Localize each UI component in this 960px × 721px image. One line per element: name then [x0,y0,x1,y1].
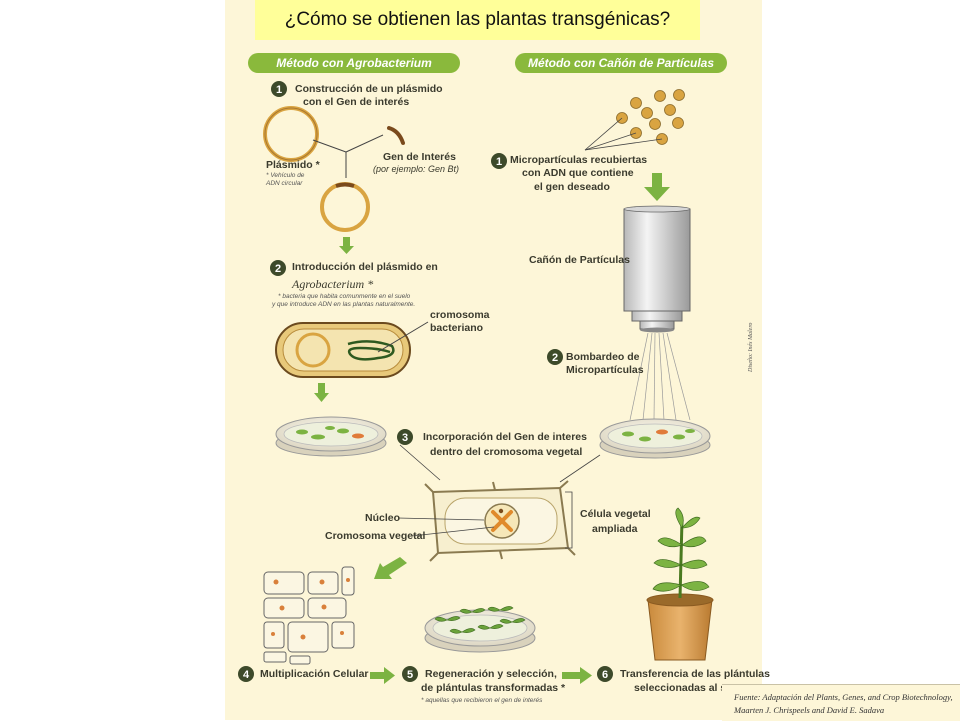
plant-chromosome-label: Cromosoma vegetal [325,530,425,542]
svg-text:2: 2 [275,263,281,275]
agrobacterium-cell [275,322,411,378]
method-header-particle-gun: Método con Cañón de Partículas [515,53,727,73]
arrow-down-2 [314,383,329,402]
step6-badge: 6 [597,666,613,682]
step2-left-line1: Introducción del plásmido en [292,261,438,273]
step6-line1: Transferencia de las plántulas [620,668,770,680]
combine-lines [312,134,384,178]
step5-note: * aquellas que recibieron el gen de inte… [421,697,543,704]
arrow-down-cannon [644,173,670,201]
step1-right-badge: 1 [491,153,507,169]
step6-line2: seleccionadas al s [634,682,726,694]
step5-line1: Regeneración y selección, [425,668,557,680]
designer-credit: Diseño: Inés Malero [748,323,754,373]
coated-microparticles [616,89,685,145]
method-header-agrobacterium: Método con Agrobacterium [248,53,460,73]
svg-text:6: 6 [602,669,608,681]
step5-line2: de plántulas transformadas * [421,682,566,694]
step4-label: Multiplicación Celular [260,668,369,680]
svg-text:4: 4 [243,669,250,681]
particle-gun [623,205,691,333]
cell-nuclei [271,578,350,640]
step3-line1: Incorporación del Gen de interes [423,431,587,443]
arrow-down-1 [339,237,354,254]
step2-left-badge: 2 [270,260,286,276]
step5-badge: 5 [402,666,418,682]
arrow-right-1 [370,667,395,684]
step2-right-line2: Micropartículas [566,364,644,376]
plantlets [434,606,526,634]
cell-grid [263,566,355,665]
plasmid-note-line2: ADN circular [265,180,303,187]
step1-right-line1: Micropartículas recubiertas [510,154,647,166]
plant-cell [424,480,576,562]
agro-note-line2: y que introduce ADN en las plantas natur… [271,301,415,308]
step1-left-line2: con el Gen de interés [303,96,409,108]
source-line2: Maarten J. Chrispeels and David E. Sadav… [734,705,885,715]
method-right-label: Método con Cañón de Partículas [528,56,714,70]
plant-cell-label-2: ampliada [592,523,638,535]
plasmid-note-line1: * Vehículo de [266,172,305,179]
cell-pointer-lines [397,491,573,549]
step3-line2: dentro del cromosoma vegetal [430,446,582,458]
plasmid-label: Plásmido * [266,159,321,171]
step1-left-badge: 1 [271,81,287,97]
particle-gun-label: Cañón de Partículas [529,254,630,266]
nucleus-label: Núcleo [365,512,400,524]
step4-badge: 4 [238,666,254,682]
pointer-lines-particles [584,117,663,151]
petri-dish-left [275,416,387,457]
petri-dish-right [599,418,711,459]
step2-left-line2: Agrobacterium * [291,277,373,291]
step3-badge: 3 [397,429,413,445]
potted-plant [646,507,714,661]
svg-text:5: 5 [407,669,413,681]
arrow-diagonal [374,557,407,579]
arrow-right-2 [562,667,592,684]
svg-text:1: 1 [276,84,282,96]
step1-left-line1: Construcción de un plásmido [295,83,443,95]
step2-right-line1: Bombardeo de [566,351,640,363]
bacterial-chromosome-label-2: bacteriano [430,322,483,334]
plant-cell-label-1: Célula vegetal [580,508,651,520]
bombardment-rays [629,332,691,421]
svg-text:3: 3 [402,432,408,444]
step1-right-line2: con ADN que contiene [522,167,634,179]
regeneration-dish [424,609,536,653]
step1-right-line3: el gen deseado [534,181,610,193]
slide-title: ¿Cómo se obtienen las plantas transgénic… [255,0,700,40]
gene-example-label: (por ejemplo: Gen Bt) [373,164,459,174]
convergence-lines [399,444,601,483]
svg-text:2: 2 [552,352,558,364]
source-citation: Fuente: Adaptación del Plants, Genes, an… [722,684,960,721]
gene-of-interest-label: Gen de Interés [383,151,456,163]
bacterial-chromosome-label-1: cromosoma [430,309,490,321]
step2-right-badge: 2 [547,349,563,365]
agro-note-line1: * bacteria que habita comunmente en el s… [278,293,411,300]
svg-text:1: 1 [496,156,502,168]
gene-segment [387,126,405,145]
chromosome-pointer [377,321,429,353]
method-left-label: Método con Agrobacterium [276,56,432,70]
recombinant-plasmid [320,182,370,232]
plasmid-ring [263,106,319,162]
source-line1: Fuente: Adaptación del Plants, Genes, an… [734,692,953,702]
